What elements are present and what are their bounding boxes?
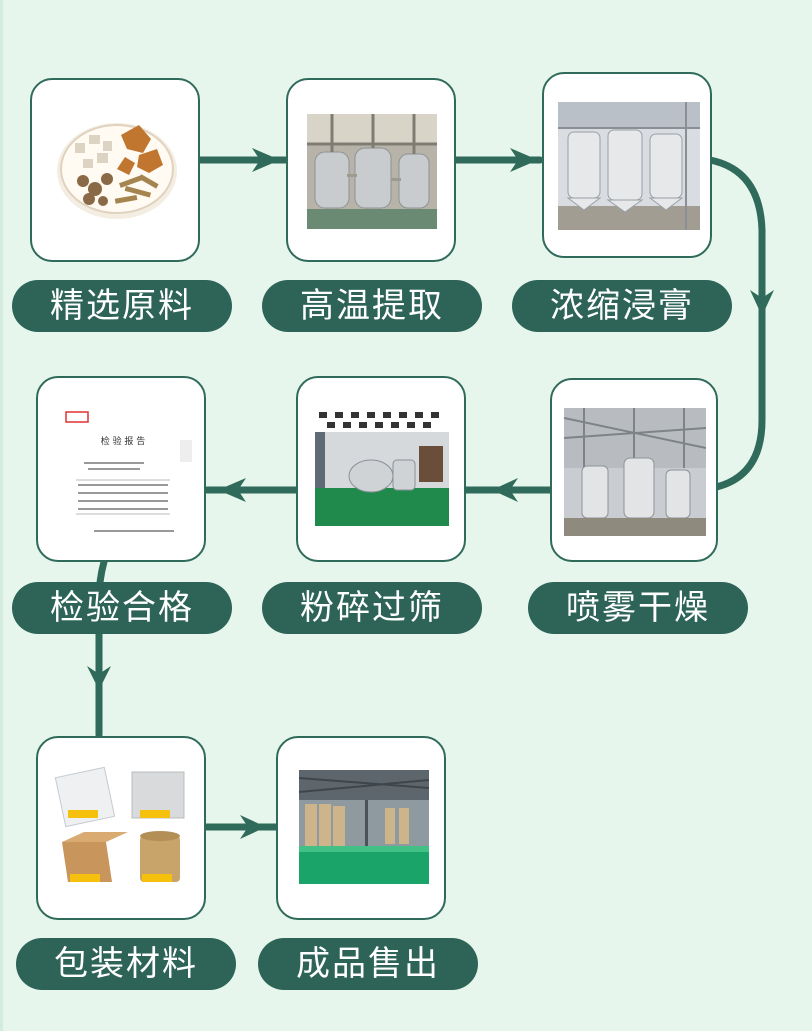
arrow-right-1: [252, 148, 280, 172]
packaging-photo: [54, 766, 192, 894]
step-label-finished-product: 成品售出: [258, 938, 478, 990]
step-label-spray-drying: 喷雾干燥: [528, 582, 748, 634]
step-label-extraction: 高温提取: [262, 280, 482, 332]
concentration-tanks-photo: [558, 102, 700, 230]
step-label-raw-materials: 精选原料: [12, 280, 232, 332]
step-label-crushing-sieving: 粉碎过筛: [262, 582, 482, 634]
step-card-packaging: [36, 736, 206, 920]
crushing-sieving-photo: [315, 410, 449, 526]
connector-3-4: [706, 156, 766, 492]
arrow-down-3: [750, 290, 774, 316]
step-card-spray-drying: [550, 378, 718, 562]
extraction-equipment-photo: [307, 114, 437, 229]
step-label-packaging: 包装材料: [16, 938, 236, 990]
inspection-report-photo: 检 验 报 告: [54, 400, 192, 544]
arrow-right-7: [240, 815, 266, 839]
step-card-concentration: [542, 72, 712, 258]
arrow-right-2: [510, 148, 538, 172]
step-card-raw-materials: [30, 78, 200, 262]
warehouse-photo: [299, 770, 429, 884]
arrow-left-5: [218, 478, 246, 502]
spray-dryer-photo: [564, 408, 706, 536]
step-card-inspection: 检 验 报 告: [36, 376, 206, 562]
step-card-crushing-sieving: [296, 376, 466, 562]
report-title: 检 验 报 告: [100, 437, 146, 447]
arrow-left-4: [492, 478, 518, 502]
step-label-concentration: 浓缩浸膏: [512, 280, 732, 332]
step-card-extraction: [286, 78, 456, 262]
step-card-finished-product: [276, 736, 446, 920]
raw-materials-photo: [55, 113, 179, 223]
arrow-down-6: [87, 666, 111, 690]
step-label-inspection: 检验合格: [12, 582, 232, 634]
